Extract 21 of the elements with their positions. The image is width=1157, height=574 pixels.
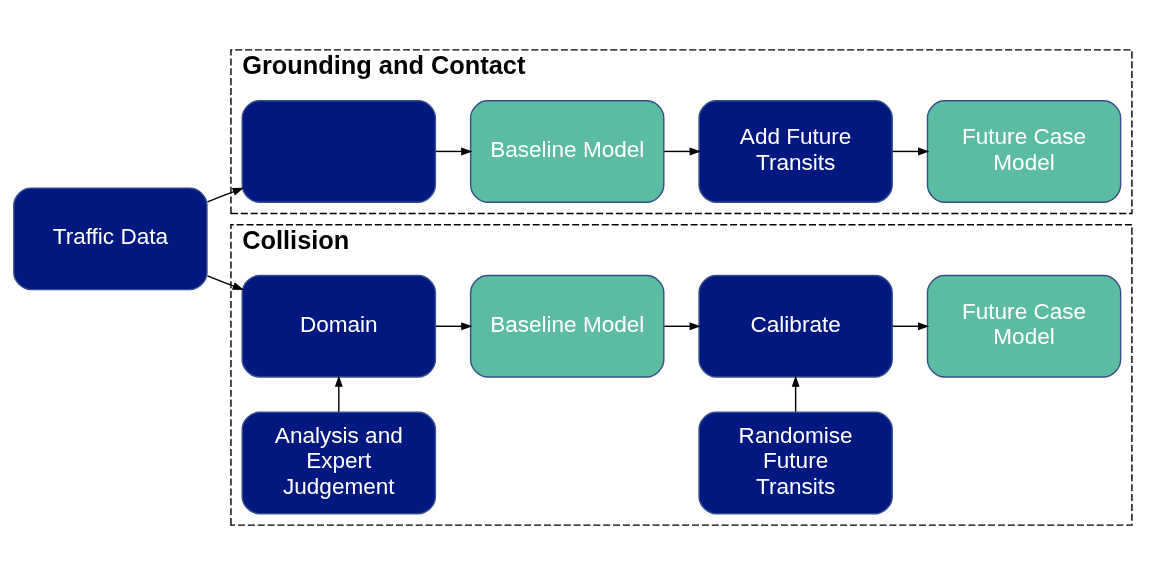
arrow	[435, 321, 473, 330]
node-box: Randomise Future Transits	[698, 411, 893, 514]
node-box: Baseline Model	[469, 274, 665, 378]
arrow	[334, 375, 343, 412]
node-box: Future Case Model	[926, 99, 1122, 203]
arrow	[892, 147, 930, 155]
arrow	[791, 375, 800, 412]
arrow	[663, 147, 701, 155]
node-box: Analysis and Expert Judgement	[241, 411, 437, 514]
node-box: Add Future Transits	[698, 99, 893, 203]
arrow	[435, 147, 473, 155]
node-box: Calibrate	[698, 274, 893, 378]
arrow	[206, 187, 244, 202]
node-box: Domain	[241, 274, 437, 378]
node-box: Baseline Model	[469, 99, 665, 203]
arrow	[206, 274, 244, 290]
node-box	[241, 99, 437, 203]
arrow	[663, 321, 701, 330]
node-box: Traffic Data	[13, 186, 208, 290]
arrow	[892, 321, 930, 330]
node-box: Future Case Model	[926, 274, 1122, 378]
